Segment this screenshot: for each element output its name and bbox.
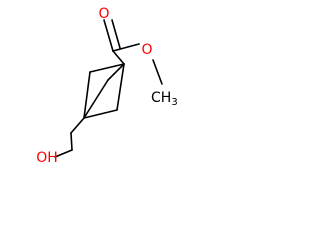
methoxy-bond [152,59,163,85]
cage-bond-right [116,63,125,111]
cage-bridge-upper [83,79,109,119]
methyl-label-main: CH [151,90,171,106]
carbonyl-carbon-bond [112,50,125,65]
carbonyl-double-bond-1 [103,19,114,52]
cage-bond-top [89,63,125,73]
methyl-label-subscript: 3 [171,97,177,108]
cage-bridge-lower [107,63,125,81]
chain-bond-2 [70,132,73,151]
cage-bond-left [83,71,91,119]
hydroxyethyl-chain [54,117,85,158]
methyl-label: CH3 [151,90,178,108]
chain-bond-3 [54,149,73,158]
structure-diagram: O O CH3 OH [36,6,178,166]
hydroxyl-label: OH [36,150,58,166]
bicyclopentane-cage [83,63,125,119]
carbonyl-oxygen-label: O [98,6,109,22]
carbonyl-double-bond-2 [111,19,121,49]
ester-oxygen-label: O [141,42,152,58]
cage-bond-bottom [83,109,118,119]
ester-single-bond [112,43,140,52]
ester-group [103,19,163,85]
molecule-svg: O O CH3 OH [36,6,178,166]
chain-bond-1 [70,117,85,134]
